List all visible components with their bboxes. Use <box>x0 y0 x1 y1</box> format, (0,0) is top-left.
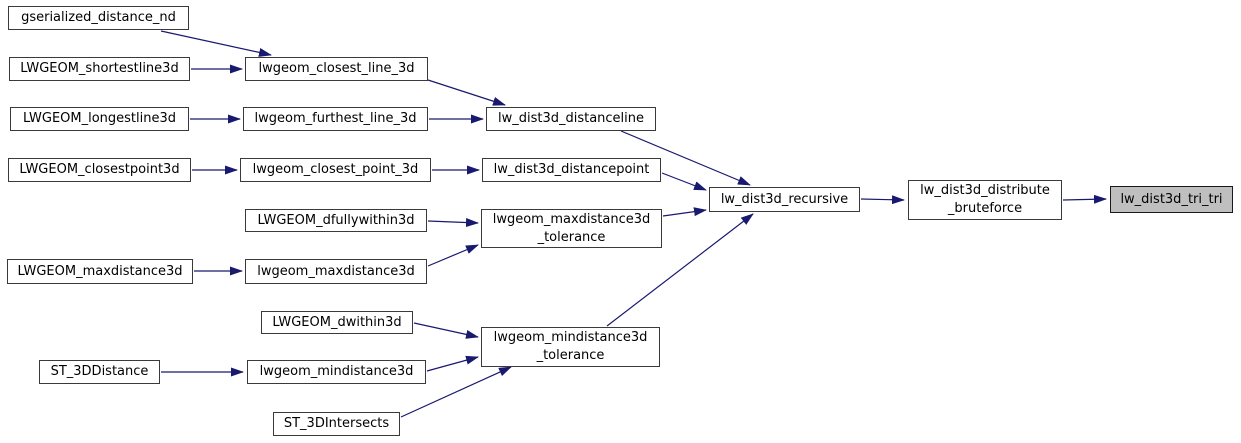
edge-lwgeom_maxdistance3d_tolerance-lw_dist3d_recursive <box>662 207 707 217</box>
edge-lw_dist3d_recursive-lw_dist3d_distribute_bruteforce <box>860 195 905 205</box>
node-LWGEOM_dwithin3d[interactable]: LWGEOM_dwithin3d <box>261 311 413 334</box>
edge-lw_dist3d_distanceline-lw_dist3d_recursive <box>620 130 751 186</box>
node-LWGEOM_longestline3d[interactable]: LWGEOM_longestline3d <box>10 107 189 131</box>
edge-lw_dist3d_distancepoint-lw_dist3d_recursive <box>661 172 707 191</box>
node-lwgeom_furthest_line_3d[interactable]: lwgeom_furthest_line_3d <box>243 107 428 131</box>
node-lw_dist3d_distribute_bruteforce[interactable]: lw_dist3d_distribute _bruteforce <box>908 180 1062 220</box>
node-LWGEOM_closestpoint3d[interactable]: LWGEOM_closestpoint3d <box>8 158 191 182</box>
node-lwgeom_maxdistance3d[interactable]: lwgeom_maxdistance3d <box>245 259 427 284</box>
node-gserialized_distance_nd[interactable]: gserialized_distance_nd <box>8 6 189 30</box>
node-LWGEOM_maxdistance3d[interactable]: LWGEOM_maxdistance3d <box>7 259 193 284</box>
edge-lwgeom_mindistance3d_tolerance-lw_dist3d_recursive <box>606 213 754 327</box>
node-lwgeom_mindistance3d_tolerance[interactable]: lwgeom_mindistance3d _tolerance <box>481 327 660 367</box>
node-lwgeom_mindistance3d[interactable]: lwgeom_mindistance3d <box>247 360 426 384</box>
node-lwgeom_maxdistance3d_tolerance[interactable]: lwgeom_maxdistance3d _tolerance <box>481 209 662 248</box>
node-lwgeom_closest_line_3d[interactable]: lwgeom_closest_line_3d <box>245 57 428 81</box>
edge-lwgeom_closest_line_3d-lw_dist3d_distanceline <box>427 79 506 106</box>
edge-LWGEOM_dwithin3d-lwgeom_mindistance3d_tolerance <box>413 322 479 339</box>
node-lw_dist3d_tri_tri: lw_dist3d_tri_tri <box>1110 186 1233 213</box>
edge-lwgeom_mindistance3d-lwgeom_mindistance3d_tolerance <box>426 355 479 372</box>
edge-lwgeom_maxdistance3d-lwgeom_maxdistance3d_tolerance <box>427 244 479 267</box>
node-ST_3DDistance[interactable]: ST_3DDistance <box>39 360 160 384</box>
edge-LWGEOM_dfullywithin3d-lwgeom_maxdistance3d_tolerance <box>427 218 479 228</box>
node-lw_dist3d_distanceline[interactable]: lw_dist3d_distanceline <box>486 107 656 131</box>
node-lw_dist3d_recursive[interactable]: lw_dist3d_recursive <box>709 187 860 212</box>
node-LWGEOM_shortestline3d[interactable]: LWGEOM_shortestline3d <box>9 57 190 81</box>
node-lwgeom_closest_point_3d[interactable]: lwgeom_closest_point_3d <box>240 158 431 182</box>
edge-lw_dist3d_distribute_bruteforce-lw_dist3d_tri_tri <box>1062 194 1107 204</box>
node-lw_dist3d_distancepoint[interactable]: lw_dist3d_distancepoint <box>482 158 661 182</box>
node-ST_3DIntersects[interactable]: ST_3DIntersects <box>273 412 400 436</box>
edge-gserialized_distance_nd-lwgeom_closest_line_3d <box>160 30 272 57</box>
node-LWGEOM_dfullywithin3d[interactable]: LWGEOM_dfullywithin3d <box>245 209 427 232</box>
edge-ST_3DIntersects-lwgeom_mindistance3d_tolerance <box>400 366 512 418</box>
